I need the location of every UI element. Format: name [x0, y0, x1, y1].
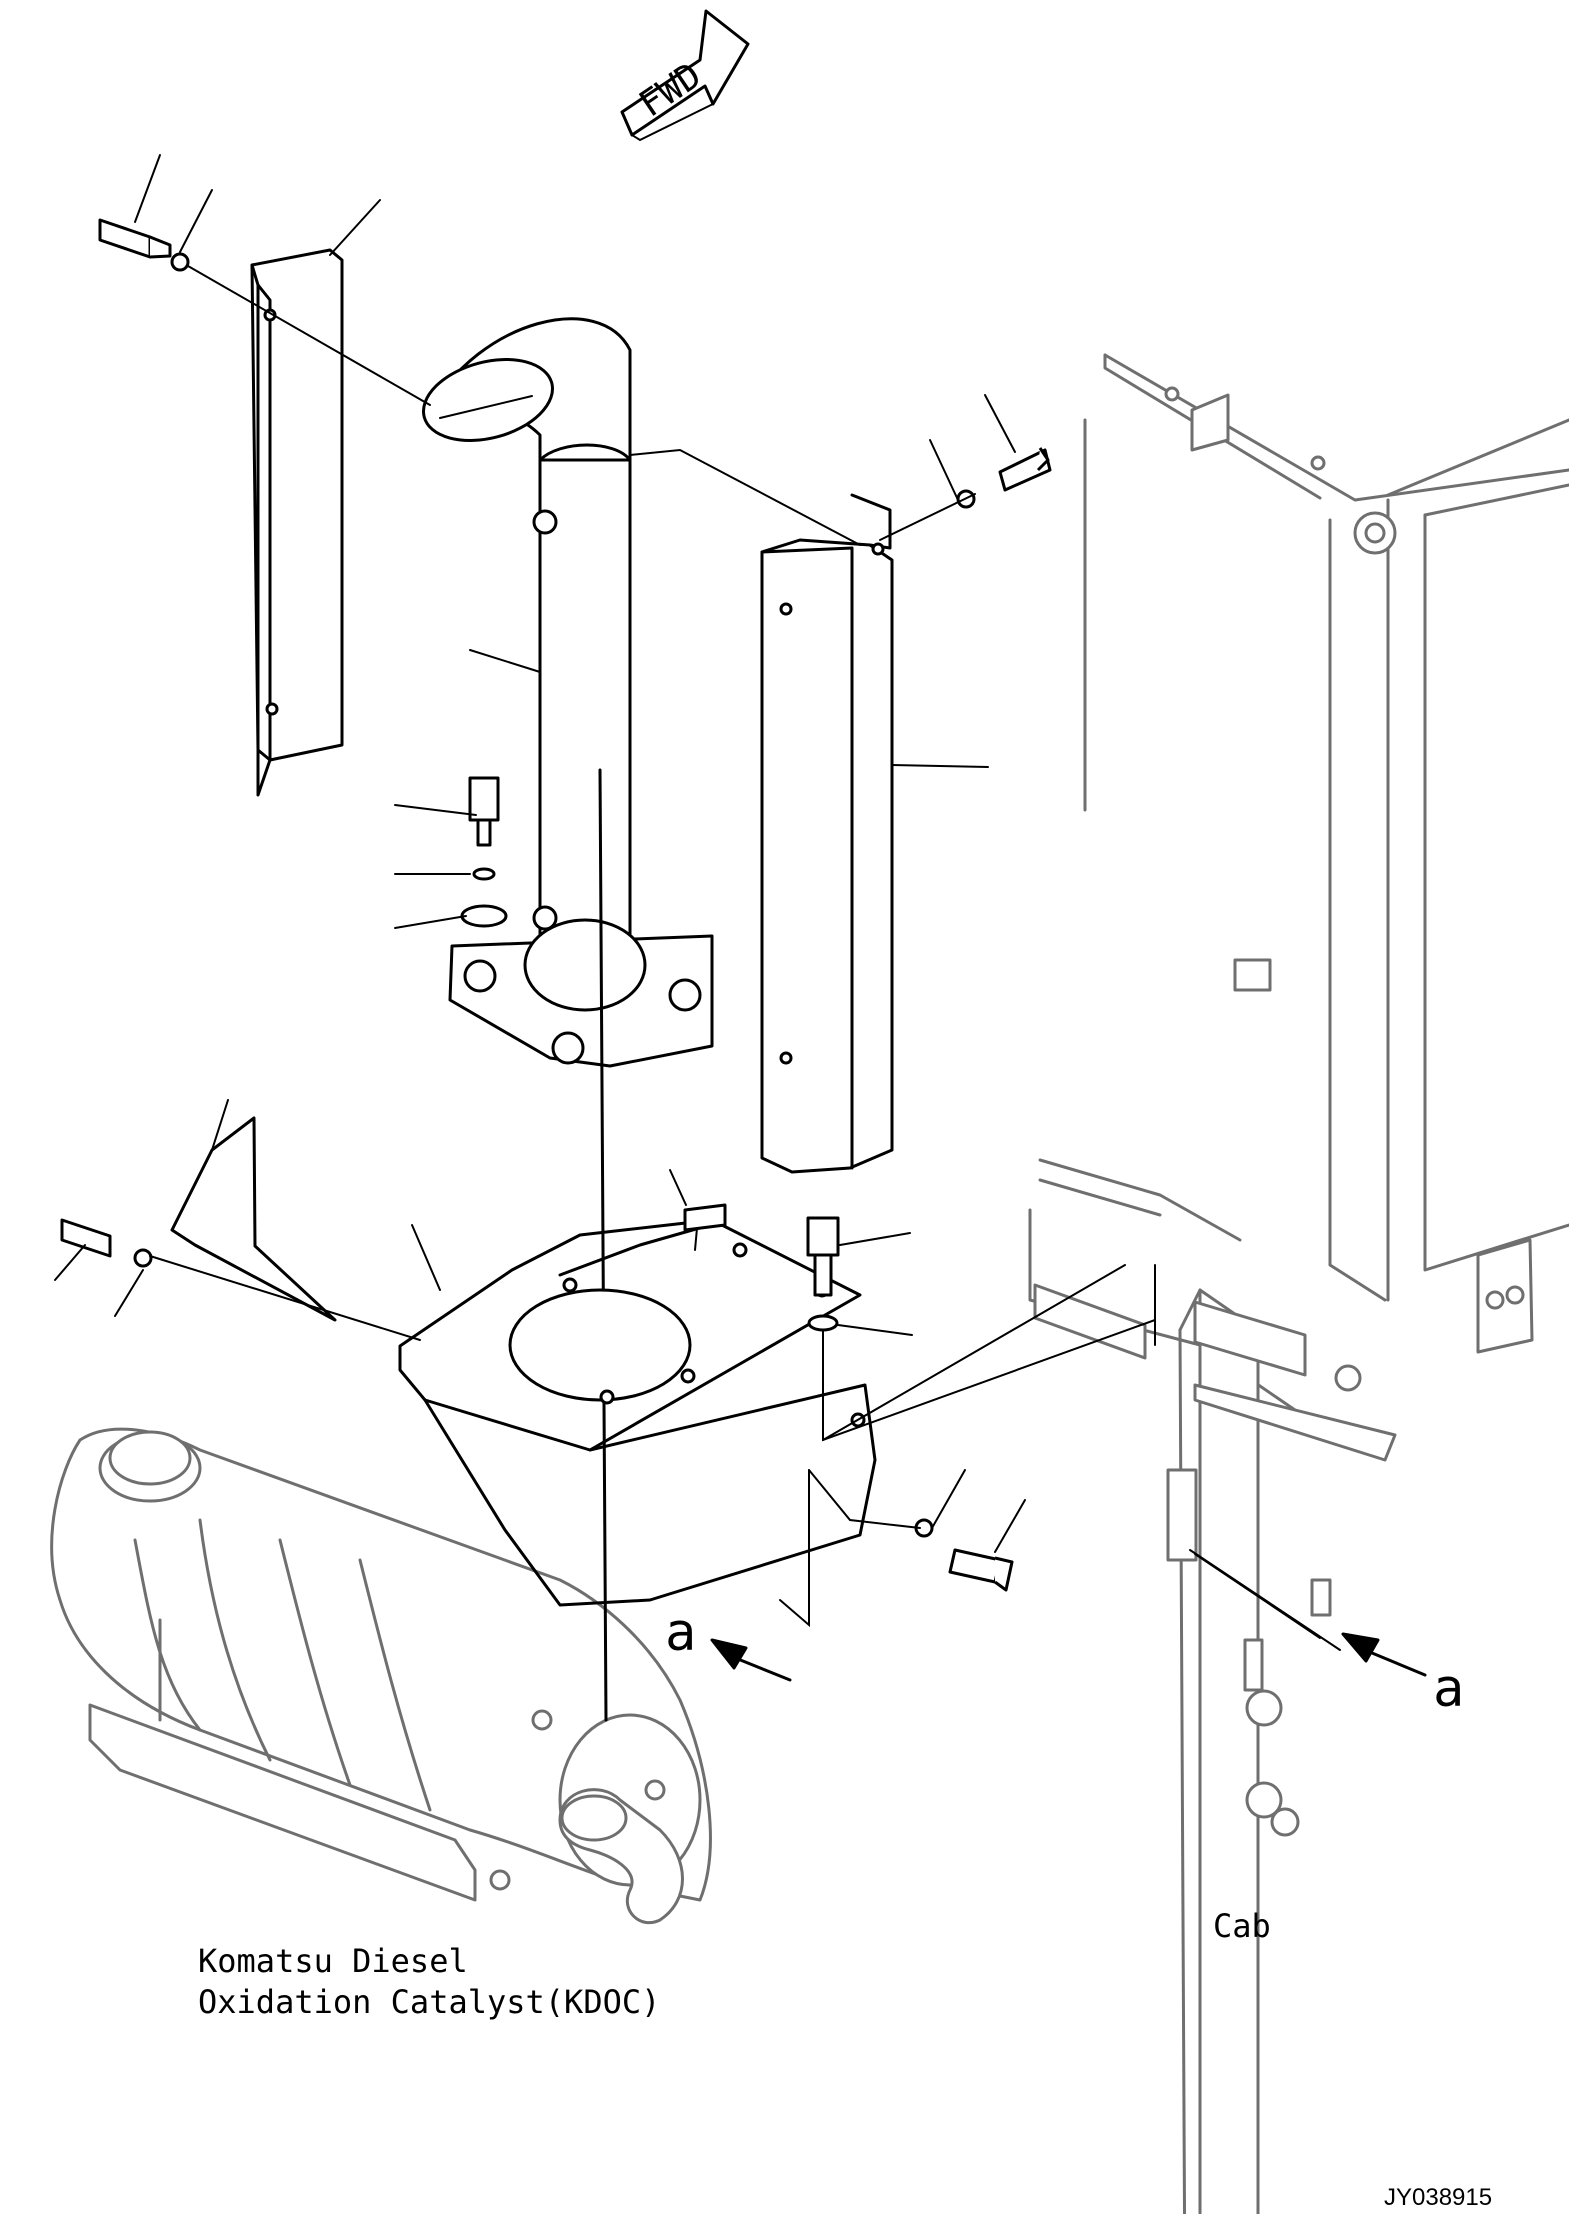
kdoc-assembly — [50, 1427, 712, 1925]
drawing-number: JY038915 — [1384, 2184, 1492, 2211]
fasteners — [60, 218, 1052, 1592]
fwd-label: FWD — [632, 55, 709, 125]
left-heat-shield — [250, 248, 344, 797]
view-arrow-right: a — [1341, 1632, 1464, 1719]
kdoc-label-line1: Komatsu Diesel — [198, 1942, 468, 1980]
cab-structure — [1028, 353, 1569, 2214]
leader-lines — [54, 154, 1341, 1651]
right-heat-shield — [760, 493, 894, 1174]
kdoc-label-line2: Oxidation Catalyst(KDOC) — [198, 1983, 660, 2021]
exhaust-pipe — [421, 317, 714, 1722]
view-marker-left: a — [665, 1603, 696, 1663]
fwd-arrow-icon: FWD — [620, 9, 750, 142]
cab-label: Cab — [1213, 1907, 1271, 1945]
lower-bracket-assembly — [170, 1116, 877, 1607]
view-arrow-left: a — [665, 1603, 792, 1682]
view-marker-right: a — [1433, 1659, 1464, 1719]
